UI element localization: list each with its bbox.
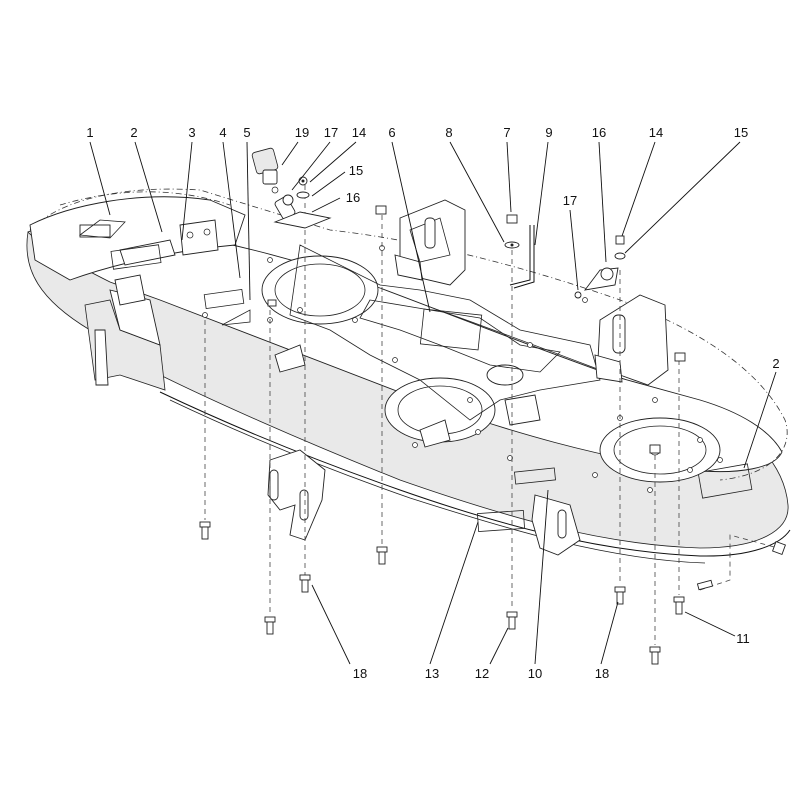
callout-17: 17: [324, 125, 338, 140]
bolt: [299, 574, 311, 593]
bolt: [264, 616, 276, 635]
callout-14: 14: [352, 125, 366, 140]
bolts: [199, 205, 786, 665]
callout-2-right: 2: [772, 356, 779, 371]
callouts: 1 2 3 4 5 19 17 14 15 16 6 8 7 9 17 16 1…: [86, 125, 779, 681]
discharge-chute: [29, 196, 246, 391]
callout-9: 9: [545, 125, 552, 140]
callout-15-right: 15: [734, 125, 748, 140]
bolt: [506, 611, 518, 630]
callout-18-right: 18: [595, 666, 609, 681]
decals: [78, 219, 753, 533]
callout-16-right: 16: [592, 125, 606, 140]
center-plate: [289, 244, 601, 421]
callout-15: 15: [349, 163, 363, 178]
callout-4: 4: [219, 125, 226, 140]
callout-8: 8: [445, 125, 452, 140]
callout-17-right: 17: [563, 193, 577, 208]
leader-lines: [89, 141, 777, 665]
center-plate-inner: [359, 299, 561, 373]
bolt: [614, 586, 626, 605]
callout-10: 10: [528, 666, 542, 681]
bolt-side: [696, 579, 714, 591]
bolt: [376, 546, 388, 565]
adjust-hardware-right: [504, 214, 626, 299]
callout-5: 5: [243, 125, 250, 140]
assembly-lines: [204, 185, 779, 645]
nut: [267, 299, 277, 307]
mounting-holes: [202, 245, 723, 493]
callout-2: 2: [130, 125, 137, 140]
bolt: [673, 596, 685, 615]
nut: [674, 352, 686, 362]
callout-11: 11: [736, 631, 750, 646]
callout-6: 6: [388, 125, 395, 140]
callout-19: 19: [295, 125, 309, 140]
callout-12: 12: [475, 666, 489, 681]
callout-3: 3: [188, 125, 195, 140]
callout-18-left: 18: [353, 666, 367, 681]
deck-outline: [29, 188, 788, 481]
bolt: [199, 521, 211, 540]
callout-14-right: 14: [649, 125, 663, 140]
nut: [649, 444, 661, 454]
callout-1: 1: [86, 125, 93, 140]
callout-7: 7: [503, 125, 510, 140]
callout-13: 13: [425, 666, 439, 681]
adjust-hardware-left: [251, 147, 332, 229]
bolt: [649, 646, 661, 665]
nut-side: [772, 541, 786, 555]
deck-outline-inner: [59, 191, 231, 206]
callout-16: 16: [346, 190, 360, 205]
nut: [375, 205, 387, 215]
